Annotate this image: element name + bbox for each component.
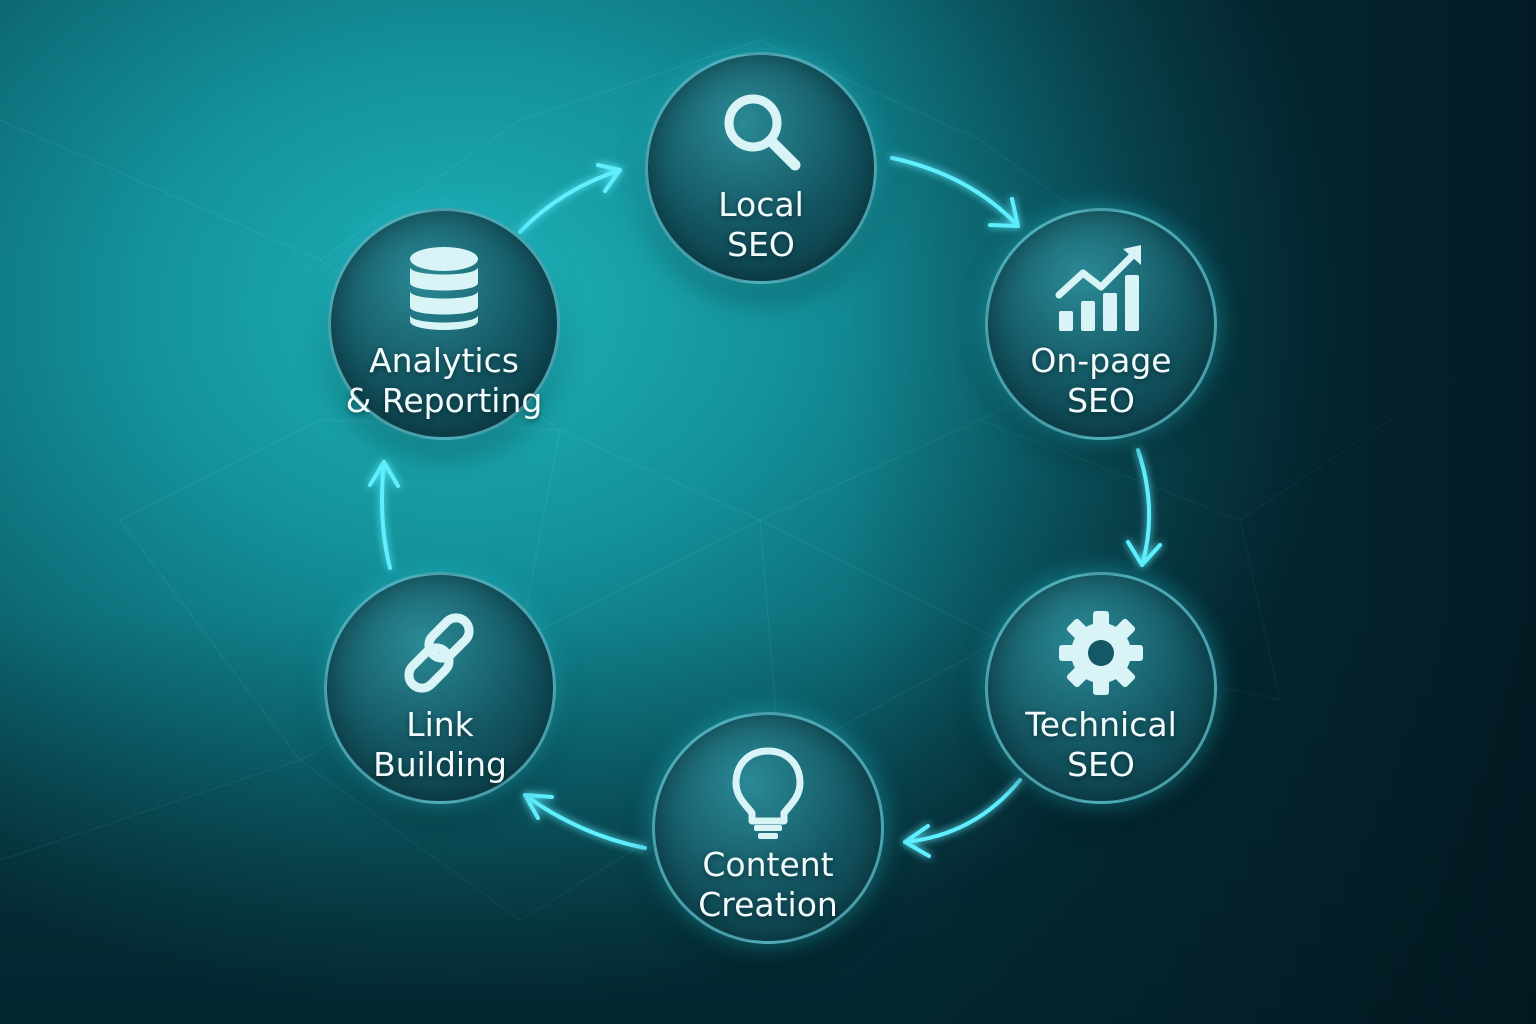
node-label: On-page SEO [1030,341,1172,420]
arrow-technical-to-content [903,778,1022,844]
node-label: Content Creation [698,845,838,924]
arrow-link-to-analytics [380,460,392,570]
magnifier-icon [711,83,811,183]
lightbulb-icon [718,743,818,843]
node-label: Link Building [373,705,507,784]
chart-growth-icon [1051,239,1151,339]
node-label: Local SEO [718,185,804,264]
chain-link-icon [390,603,490,703]
node-label: Technical SEO [1025,705,1177,784]
arrow-onpage-to-technical [1136,448,1152,567]
arrow-content-to-link [523,793,647,850]
node-on-page-seo: On-page SEO [985,208,1217,440]
arrow-analytics-to-local [518,168,622,234]
node-local-seo: Local SEO [645,52,877,284]
arrow-local-to-onpage [890,156,1020,228]
database-icon [394,239,494,339]
node-analytics-reporting: Analytics & Reporting [328,208,560,440]
node-content-creation: Content Creation [652,712,884,944]
node-link-building: Link Building [324,572,556,804]
gear-icon [1051,603,1151,703]
node-label: Analytics & Reporting [345,341,543,420]
node-technical-seo: Technical SEO [985,572,1217,804]
